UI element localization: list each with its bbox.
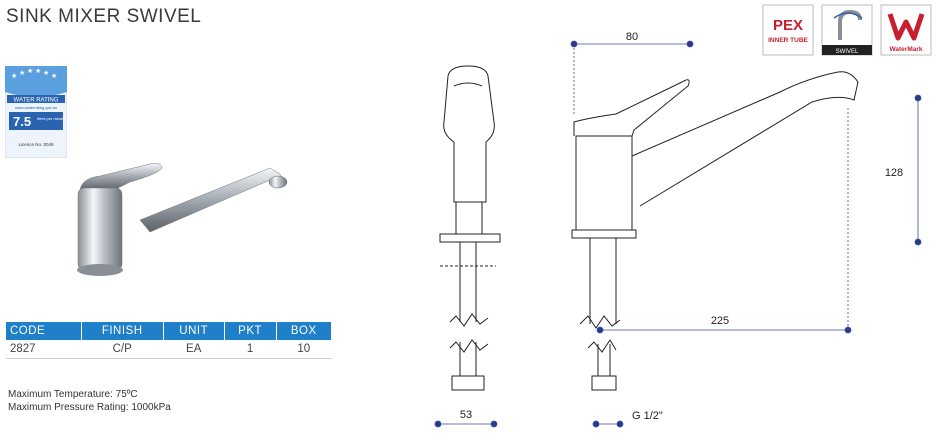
water-rating-label: ★★★ ★★★ WATER RATING www.waterrating.gov… [5, 66, 67, 158]
col-unit: UNIT [163, 322, 225, 340]
rating-licence: Licence No. 0049 [18, 142, 54, 147]
technical-drawing: 80 128 225 53 G 1/2" [434, 31, 922, 428]
col-pkt: PKT [224, 322, 277, 340]
swivel-arrow-icon [833, 12, 863, 19]
cell-code: 2827 [6, 340, 82, 359]
svg-text:★: ★ [43, 69, 49, 77]
svg-text:★: ★ [51, 72, 57, 80]
cell-box: 10 [276, 340, 332, 359]
page-title: SINK MIXER SWIVEL [6, 6, 202, 27]
max-temperature: Maximum Temperature: 75ºC [8, 389, 138, 400]
rating-value: 7.5 [13, 114, 31, 129]
tap-photo [77, 163, 288, 276]
watermark-text: WaterMark [890, 46, 923, 53]
pex-text: PEX [773, 17, 803, 34]
svg-text:★: ★ [35, 67, 41, 75]
col-box: BOX [276, 322, 333, 340]
dim-height: 128 [885, 167, 903, 179]
rating-label: WATER RATING [14, 98, 59, 104]
dim-thread: G 1/2" [632, 410, 663, 422]
pex-badge: PEX INNER TUBE [762, 4, 814, 56]
spec-notes: Maximum Temperature: 75ºC Maximum Pressu… [8, 388, 171, 414]
col-code: CODE [6, 322, 82, 340]
dimension-lines [434, 40, 922, 428]
dim-width: 53 [460, 409, 472, 421]
dim-top: 80 [626, 31, 638, 43]
rating-unit: litres per minute [37, 116, 66, 121]
cell-pkt: 1 [224, 340, 277, 359]
table-row: 2827 C/P EA 1 10 [6, 340, 332, 359]
swivel-text: SWIVEL [836, 49, 859, 55]
cell-finish: C/P [81, 340, 164, 359]
watermark-logo-icon [887, 13, 925, 41]
watermark-badge: WaterMark [880, 4, 932, 56]
swivel-badge: SWIVEL [821, 4, 873, 56]
max-pressure: Maximum Pressure Rating: 1000kPa [8, 402, 171, 413]
spec-table: CODE FINISH UNIT PKT BOX 2827 C/P EA 1 1… [6, 322, 333, 359]
side-view [571, 71, 859, 391]
svg-text:★: ★ [19, 69, 25, 77]
svg-text:★: ★ [27, 67, 33, 75]
cert-badges: PEX INNER TUBE SWIVEL WaterMark [762, 4, 932, 56]
rating-site: www.waterrating.gov.au [15, 105, 57, 110]
dim-reach: 225 [711, 315, 729, 327]
spec-table-header: CODE FINISH UNIT PKT BOX [6, 322, 333, 340]
svg-text:★: ★ [11, 72, 17, 80]
front-view [439, 65, 501, 391]
cell-unit: EA [163, 340, 225, 359]
pex-sub-text: INNER TUBE [768, 37, 808, 44]
col-finish: FINISH [81, 322, 164, 340]
